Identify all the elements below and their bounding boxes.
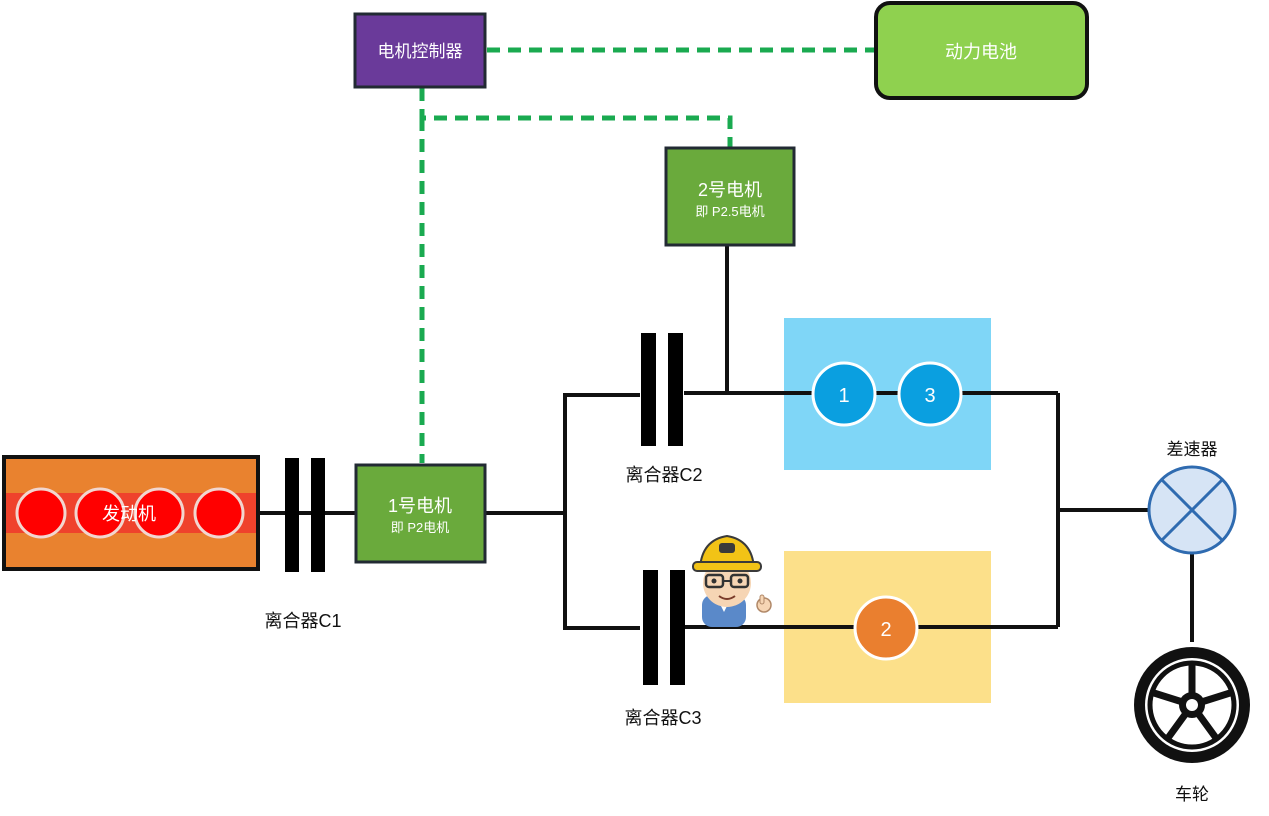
clutch-c3-label: 离合器C3 [624, 708, 701, 728]
motor-controller-body [353, 12, 487, 89]
motor1-title: 1号电机 [388, 496, 452, 516]
gear-3-label: 3 [924, 385, 935, 407]
gear-2-circle [853, 595, 919, 661]
engine-box: 发动机 [2, 455, 260, 571]
differential-label: 差速器 [1167, 440, 1218, 459]
motor-controller-box: 电机控制器 [353, 12, 487, 89]
wheel-label: 车轮 [1175, 785, 1209, 804]
battery-body [874, 1, 1089, 100]
motor1-subtitle: 即 P2电机 [391, 520, 450, 535]
engineer-mascot-icon [692, 534, 772, 627]
controller-motor2-signal-line [419, 88, 733, 148]
clutch-c2-label: 离合器C2 [625, 465, 702, 485]
battery-label: 动力电池 [945, 42, 1017, 62]
motor1-body [354, 463, 487, 564]
engine-cylinder [133, 487, 185, 539]
battery-box: 动力电池 [874, 1, 1089, 100]
gear-2-label: 2 [880, 619, 891, 641]
engine-label: 发动机 [102, 504, 156, 524]
differential [1147, 465, 1237, 555]
engine-cylinder [15, 487, 67, 539]
gear-3: 3 [897, 361, 963, 427]
signal-lines [419, 47, 876, 463]
clutch-c2 [641, 333, 683, 446]
clutch-c1-label: 离合器C1 [264, 611, 341, 631]
split-shaft [563, 393, 640, 630]
gear-1: 1 [811, 361, 877, 427]
motor-controller-label: 电机控制器 [378, 42, 463, 61]
clutch-c1 [285, 458, 325, 572]
motor2-body [664, 146, 796, 247]
wheel-icon [1134, 647, 1250, 763]
gear-1-circle [811, 361, 877, 427]
motor2-box: 2号电机 即 P2.5电机 [664, 146, 796, 247]
motor1-box: 1号电机 即 P2电机 [354, 463, 487, 564]
engine-cylinder [193, 487, 245, 539]
engine-cylinder [74, 487, 126, 539]
motor2-title: 2号电机 [698, 180, 762, 200]
motor2-subtitle: 即 P2.5电机 [695, 204, 764, 219]
clutch-c3 [643, 570, 685, 685]
gear-3-circle [897, 361, 963, 427]
gear-1-label: 1 [838, 385, 849, 407]
gear-2: 2 [853, 595, 919, 661]
